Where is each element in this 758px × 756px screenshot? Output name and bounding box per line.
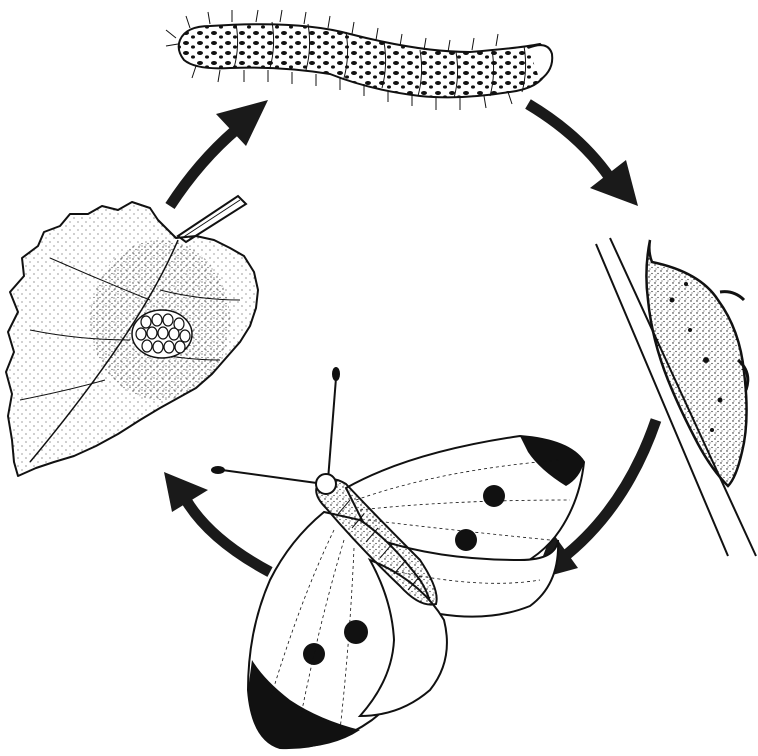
chrysalis-icon xyxy=(596,238,756,556)
caterpillar-icon xyxy=(166,10,552,110)
butterfly-antennae xyxy=(212,368,339,484)
butterfly-icon xyxy=(212,368,584,748)
arrow-butterfly-to-eggs xyxy=(164,472,270,572)
leaf-with-eggs-icon xyxy=(6,196,258,476)
arrow-eggs-to-caterpillar xyxy=(170,100,268,206)
arrow-caterpillar-to-chrysalis xyxy=(528,104,638,206)
egg-cluster-icon xyxy=(132,310,192,358)
